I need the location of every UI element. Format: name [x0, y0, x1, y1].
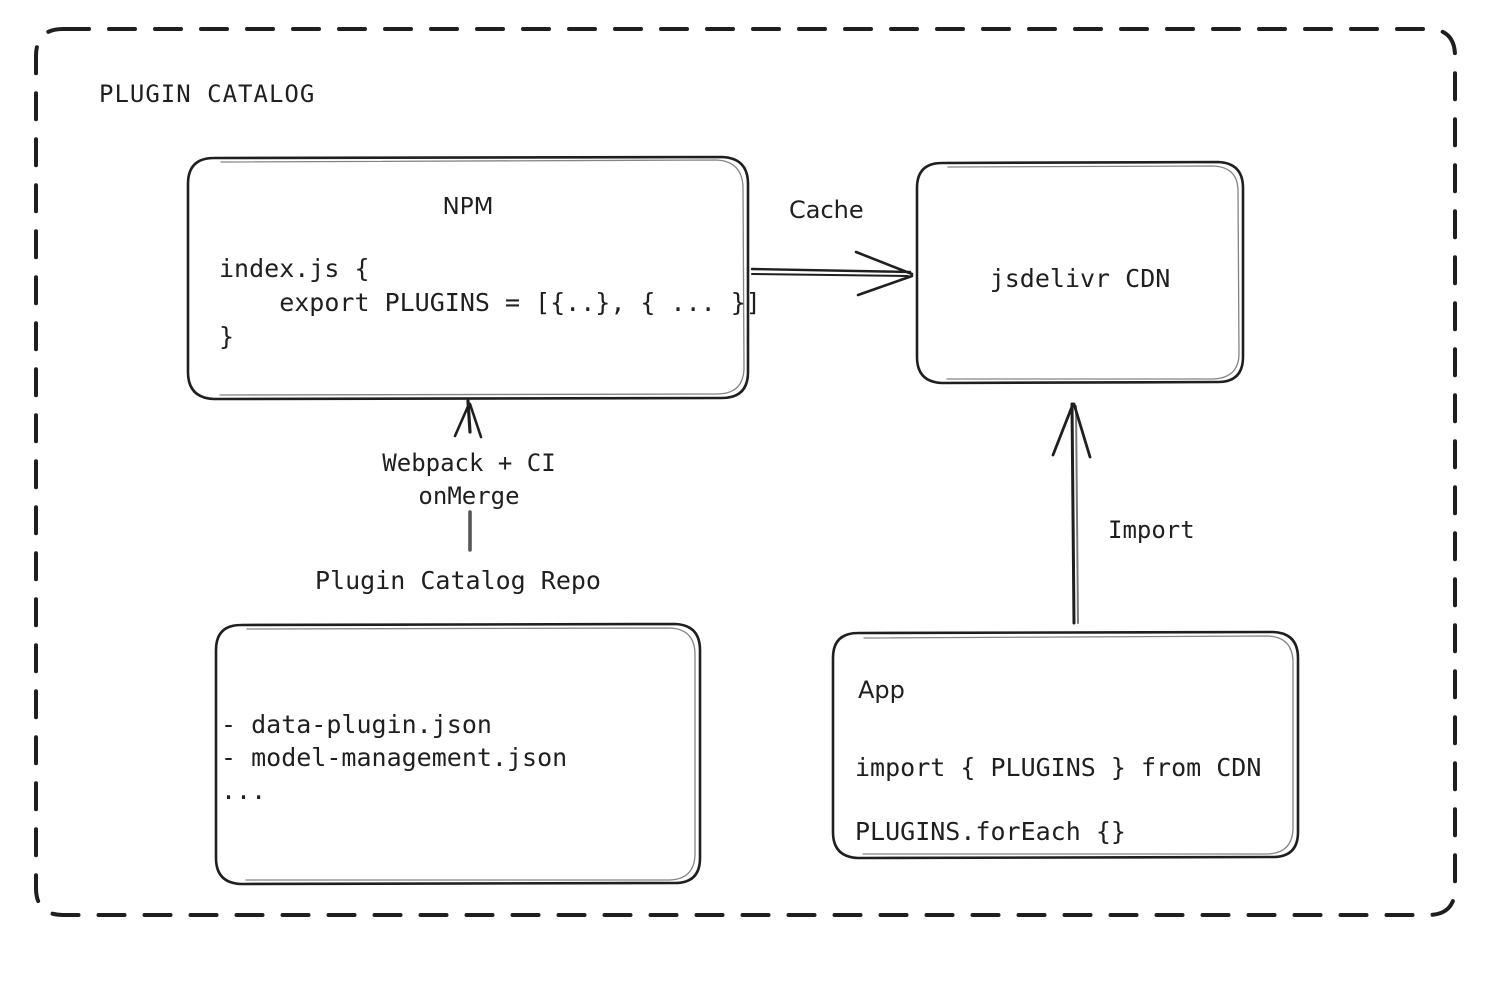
build-edge-label: Webpack + CI onMerge — [247, 447, 691, 513]
app-code-line-2: PLUGINS.forEach {} — [855, 817, 1126, 846]
repo-file-item-3: ... — [221, 776, 267, 805]
app-node-title: App — [858, 676, 905, 704]
cache-edge-label: Cache — [789, 196, 864, 224]
import-edge-label: Import — [1108, 516, 1195, 544]
build-edge-label-line-1: Webpack + CI — [382, 449, 556, 477]
app-code-line-1: import { PLUGINS } from CDN — [855, 753, 1262, 782]
cache-arrow — [750, 250, 914, 297]
npm-code-line-1: index.js { — [219, 254, 370, 283]
cdn-node-title: jsdelivr CDN — [989, 264, 1171, 293]
app-code-block: import { PLUGINS } from CDN PLUGINS.forEa… — [855, 736, 1261, 864]
repo-node-caption: Plugin Catalog Repo — [315, 566, 601, 595]
npm-code-line-3: } — [219, 322, 235, 351]
repo-file-item-1: - data-plugin.json — [221, 710, 492, 739]
npm-node-title: NPM — [442, 194, 494, 220]
repo-file-item-2: - model-management.json — [221, 743, 568, 772]
build-edge-label-line-2: onMerge — [418, 482, 520, 510]
npm-code-line-2: export PLUGINS = [{..}, { ... }] — [219, 288, 761, 317]
repo-file-list: - data-plugin.json - model-management.jso… — [221, 708, 567, 807]
npm-code-block: index.js { export PLUGINS = [{..}, { ...… — [219, 252, 761, 354]
import-arrow — [1051, 402, 1092, 625]
group-title: PLUGIN CATALOG — [99, 80, 316, 108]
